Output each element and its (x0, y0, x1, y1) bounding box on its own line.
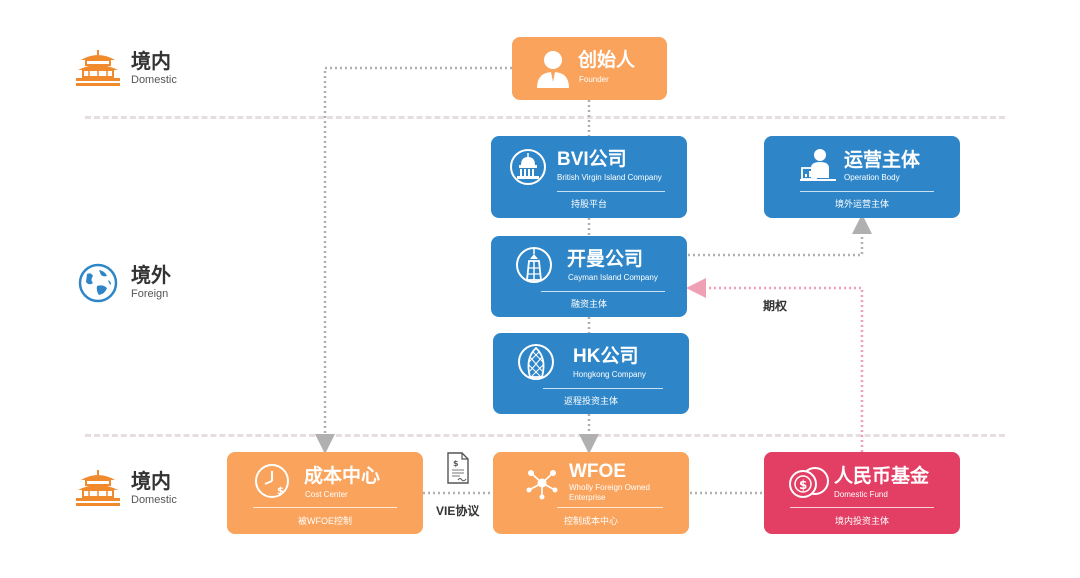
cayman-divider (541, 291, 665, 292)
cost-center-footer: 被WFOE控制 (298, 516, 352, 526)
temple-icon (75, 466, 121, 512)
zone-label-bottom-domestic: 境内 Domestic (75, 466, 177, 512)
option-label: 期权 (763, 299, 788, 313)
separator-top (85, 116, 1005, 119)
cayman-node: 开曼公司 Cayman Island Company 融资主体 (491, 236, 687, 317)
founder-node: 创始人 Founder (512, 37, 667, 100)
operation-node: 运营主体 Operation Body 境外运营主体 (764, 136, 960, 218)
presenter-icon (800, 148, 836, 187)
temple-icon (75, 46, 121, 92)
cayman-footer: 融资主体 (570, 299, 607, 309)
cayman-subtitle: Cayman Island Company (568, 273, 658, 282)
document-icon: $ (446, 452, 470, 489)
coins-icon: $ (788, 466, 830, 505)
bvi-node: BVI公司 British Virgin Island Company 持股平台 (491, 136, 687, 218)
operation-subtitle: Operation Body (844, 173, 900, 182)
wfoe-footer: 控制成本中心 (563, 516, 618, 526)
globe-icon (75, 260, 121, 306)
cost-center-subtitle: Cost Center (305, 490, 348, 499)
operation-title: 运营主体 (844, 150, 921, 171)
hk-footer: 返程投资主体 (563, 396, 618, 406)
tower-icon (515, 246, 553, 289)
clock-dollar-icon: $ (253, 462, 291, 505)
zone-title-en: Domestic (131, 74, 177, 86)
person-icon (534, 49, 572, 94)
wfoe-title: WFOE (569, 461, 626, 482)
fund-divider (790, 507, 934, 508)
wfoe-subtitle: Wholly Foreign Owned Enterprise (569, 483, 650, 502)
cayman-title: 开曼公司 (567, 249, 644, 270)
svg-text:$: $ (453, 459, 459, 468)
operation-footer: 境外运营主体 (834, 199, 889, 209)
bvi-footer: 持股平台 (570, 199, 607, 209)
svg-text:$: $ (799, 478, 807, 492)
cost-center-title: 成本中心 (304, 466, 381, 487)
cost-center-divider (253, 507, 397, 508)
cost-center-node: $ 成本中心 Cost Center 被WFOE控制 (227, 452, 423, 534)
bvi-divider (557, 191, 665, 192)
separator-bottom (85, 434, 1005, 437)
founder-title: 创始人 (578, 50, 636, 71)
founder-subtitle: Founder (579, 75, 609, 84)
zone-label-top-domestic: 境内 Domestic (75, 46, 177, 92)
network-icon (525, 466, 559, 505)
zone-title-cn: 境内 (131, 51, 171, 73)
cayman-to-operation-line (688, 214, 872, 257)
wfoe-divider (557, 507, 663, 508)
founder-to-cost-center-line (315, 66, 512, 454)
zone-title-en: Foreign (131, 288, 169, 300)
fund-node: $ 人民币基金 Domestic Fund 境内投资主体 (764, 452, 960, 534)
zone-title-cn: 境内 (131, 471, 171, 493)
bvi-title: BVI公司 (557, 149, 627, 170)
gherkin-building-icon (517, 343, 555, 386)
hk-node: HK公司 Hongkong Company 返程投资主体 (493, 333, 689, 414)
hk-subtitle: Hongkong Company (573, 370, 646, 379)
fund-subtitle: Domestic Fund (834, 490, 888, 499)
svg-text:$: $ (277, 486, 284, 497)
bvi-subtitle: British Virgin Island Company (557, 173, 662, 182)
vie-agreement-label: VIE协议 (436, 504, 480, 518)
capitol-building-icon (509, 148, 547, 191)
operation-divider (800, 191, 934, 192)
wfoe-node: WFOE Wholly Foreign Owned Enterprise 控制成… (493, 452, 689, 534)
hk-title: HK公司 (573, 346, 639, 367)
fund-footer: 境内投资主体 (834, 516, 889, 526)
fund-title: 人民币基金 (834, 466, 930, 487)
zone-title-cn: 境外 (131, 265, 171, 287)
zone-label-foreign: 境外 Foreign (75, 260, 171, 306)
hk-divider (543, 388, 663, 389)
zone-title-en: Domestic (131, 494, 177, 506)
